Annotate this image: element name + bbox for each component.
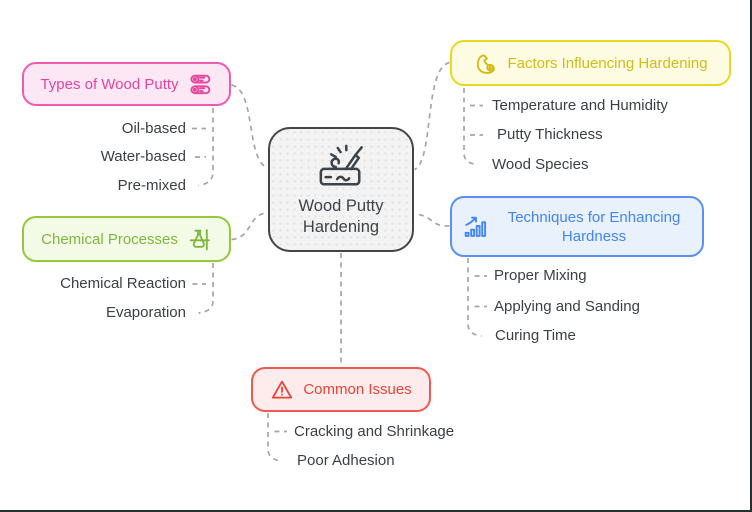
branch-item: Wood Species xyxy=(492,156,589,173)
node-techniques-for-enhancing-hardness: Techniques for Enhancing Hardness xyxy=(450,196,704,257)
rail-chemical xyxy=(198,263,214,314)
connector-factors-to-center xyxy=(413,61,450,171)
node-factors-influencing-hardening: Factors Influencing Hardening xyxy=(450,40,731,86)
rail-techniques xyxy=(467,258,482,337)
branch-item: Putty Thickness xyxy=(497,126,603,143)
rising-bar-chart-icon xyxy=(462,214,487,239)
rail-types xyxy=(198,108,214,187)
muscle-arm-icon xyxy=(473,51,498,76)
branch-item: Evaporation xyxy=(105,304,186,321)
branch-item: Oil-based xyxy=(121,120,186,137)
connector-techniques-to-center xyxy=(414,213,450,227)
branch-item: Proper Mixing xyxy=(494,267,587,284)
center-node-label: Wood Putty Hardening xyxy=(298,196,384,236)
node-label: Factors Influencing Hardening xyxy=(507,54,708,72)
node-chemical-processes: Chemical Processes xyxy=(22,216,231,262)
branch-item: Pre-mixed xyxy=(117,177,186,194)
branch-item: Chemical Reaction xyxy=(60,275,186,292)
node-label: Types of Wood Putty xyxy=(40,75,179,93)
chemistry-burner-icon xyxy=(187,227,212,252)
node-wood-putty-hardening: Wood Putty Hardening xyxy=(268,127,414,252)
wood-logs-icon xyxy=(188,72,213,97)
node-label: Techniques for Enhancing Hardness xyxy=(507,208,681,245)
branch-item: Temperature and Humidity xyxy=(492,97,668,114)
node-label: Chemical Processes xyxy=(41,230,178,248)
connector-types-to-center xyxy=(231,84,267,169)
putty-knife-icon xyxy=(314,142,368,192)
node-common-issues: Common Issues xyxy=(251,367,431,412)
branch-item: Water-based xyxy=(100,148,186,165)
rail-issues xyxy=(267,413,282,462)
warning-triangle-icon xyxy=(270,378,294,402)
connector-chemical-to-center xyxy=(231,212,267,241)
branch-item: Curing Time xyxy=(495,327,576,344)
node-types-of-wood-putty: Types of Wood Putty xyxy=(22,62,231,106)
branch-item: Applying and Sanding xyxy=(494,298,640,315)
branch-item: Poor Adhesion xyxy=(297,452,395,469)
node-label: Common Issues xyxy=(303,381,412,398)
branch-item: Cracking and Shrinkage xyxy=(294,423,455,440)
rail-factors xyxy=(463,88,478,166)
